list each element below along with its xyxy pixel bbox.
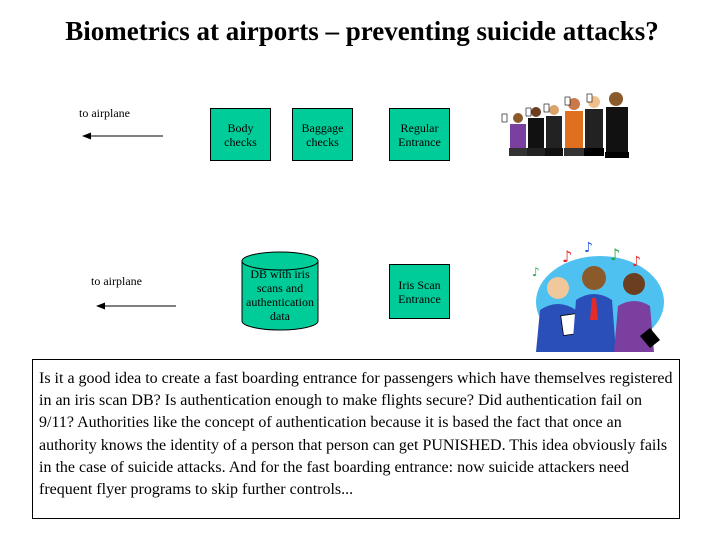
- db-line2: scans and: [256, 281, 304, 295]
- body-checks-line2: checks: [224, 134, 257, 149]
- svg-text:♪: ♪: [532, 265, 540, 279]
- baggage-checks-line2: checks: [306, 134, 339, 149]
- group-of-people-clipart: [501, 92, 629, 158]
- regular-entrance-line2: Entrance: [398, 134, 441, 149]
- db-line4: data: [270, 309, 290, 323]
- to-airplane-label-top: to airplane: [79, 106, 130, 120]
- db-line3: authentication: [246, 295, 314, 309]
- arrow-left-bottom: [96, 302, 176, 310]
- body-checks-line1: Body: [227, 120, 254, 135]
- baggage-checks-line1: Baggage: [301, 120, 344, 135]
- svg-text:♪: ♪: [584, 240, 593, 256]
- svg-text:♪: ♪: [562, 247, 572, 266]
- discussion-note: Is it a good idea to create a fast board…: [32, 359, 680, 519]
- iris-scan-line2: Entrance: [398, 291, 441, 306]
- iris-scan-line1: Iris Scan: [398, 277, 441, 292]
- singing-people-clipart: ♪ ♪ ♪ ♪ ♪: [532, 240, 664, 352]
- slide-title: Biometrics at airports – preventing suic…: [65, 16, 659, 46]
- iris-db-cylinder: DB with iris scans and authentication da…: [241, 251, 319, 331]
- regular-entrance-line1: Regular: [400, 120, 439, 135]
- svg-text:♪: ♪: [610, 245, 620, 264]
- arrow-left-top: [82, 132, 163, 140]
- to-airplane-label-bottom: to airplane: [91, 274, 142, 288]
- db-line1: DB with iris: [250, 267, 310, 281]
- svg-text:♪: ♪: [632, 254, 641, 270]
